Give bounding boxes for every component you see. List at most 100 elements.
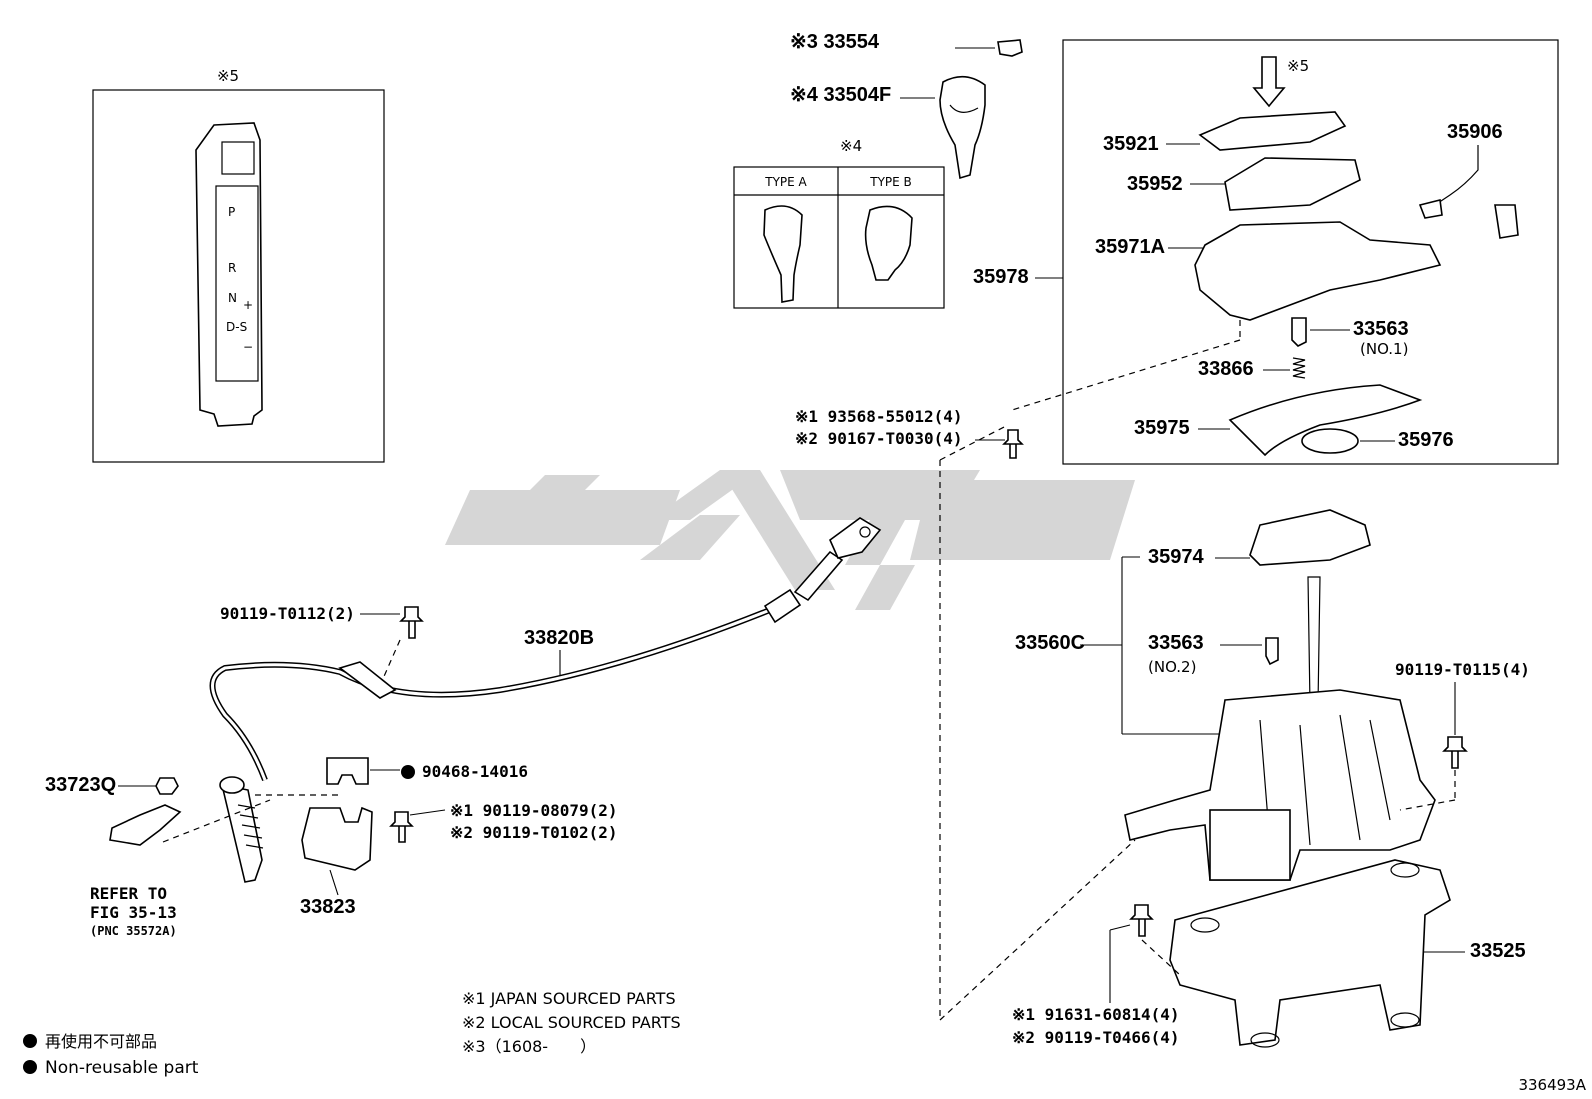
shift-pos-r: R	[228, 261, 236, 275]
spring-33866	[1292, 357, 1306, 379]
label-bolt-a1: ※1 93568-55012(4)	[795, 407, 963, 426]
shift-panel-mark: ※5	[217, 67, 239, 85]
label-33820B: 33820B	[524, 627, 594, 649]
label-35974: 35974	[1148, 546, 1204, 568]
knob-type-a-icon	[763, 205, 803, 303]
label-35952: 35952	[1127, 173, 1183, 195]
indicator-cover-35921	[1198, 111, 1347, 151]
clip-33563-1	[1291, 317, 1307, 347]
cable-rod	[793, 550, 844, 602]
refer-line-3: (PNC 35572A)	[90, 924, 177, 938]
note-1: ※1 JAPAN SOURCED PARTS	[462, 989, 676, 1008]
bolt-icon-a	[1002, 429, 1024, 459]
watermark-logo	[445, 470, 1135, 610]
shift-panel-gate	[215, 185, 259, 382]
label-bolt-c2: ※2 90119-T0102(2)	[450, 823, 618, 842]
shift-panel-window	[221, 141, 255, 175]
housing-block	[1209, 809, 1291, 881]
refer-line-1: REFER TO	[90, 884, 167, 903]
bolt-icon-b	[1129, 904, 1154, 937]
label-35978: 35978	[973, 266, 1029, 288]
label-bolt-a2: ※2 90167-T0030(4)	[795, 429, 963, 448]
legend-jp: 再使用不可部品	[45, 1032, 157, 1051]
label-bolt-b2: ※2 90119-T0466(4)	[1012, 1028, 1180, 1047]
nut-33723Q	[155, 777, 179, 795]
pad-35976	[1301, 428, 1359, 454]
note-2: ※2 LOCAL SOURCED PARTS	[462, 1013, 681, 1032]
label-90468: 90468-14016	[422, 762, 528, 781]
cap-33554	[997, 39, 1023, 57]
knob-type-table	[733, 166, 945, 309]
lever-assembly-group: 35974 33560C 33563 (NO.2) 90119-T0115(4)…	[939, 509, 1530, 1048]
connector-35906	[1418, 199, 1443, 219]
note-3: ※3（1608- ）	[462, 1037, 596, 1056]
plate-35952	[1224, 157, 1361, 211]
label-33563-2-sub: (NO.2)	[1148, 658, 1196, 676]
label-33560C: 33560C	[1015, 632, 1085, 654]
label-33563-1-sub: (NO.1)	[1360, 340, 1408, 358]
clip-90468	[326, 757, 369, 785]
upper-assembly-box	[1062, 39, 1559, 465]
bolt-group-a: ※1 93568-55012(4) ※2 90167-T0030(4)	[795, 407, 1024, 1020]
shift-pos-p: P	[228, 205, 235, 219]
legend-en: Non-reusable part	[45, 1058, 199, 1078]
cable-group: 90119-T0112(2) 33820B 33723Q REFER TO FI…	[45, 517, 882, 938]
label-35975: 35975	[1134, 417, 1190, 439]
legend-bullet-2	[23, 1060, 37, 1074]
cable-clamp-bracket	[109, 804, 182, 846]
label-33563-1: 33563	[1353, 318, 1409, 340]
label-33823: 33823	[300, 896, 356, 918]
knob-type-mark: ※4	[840, 137, 862, 155]
refer-line-2: FIG 35-13	[90, 903, 177, 922]
cable-bracket	[338, 661, 397, 699]
label-bolt-c1: ※1 90119-08079(2)	[450, 801, 618, 820]
plug-35906	[1494, 204, 1519, 239]
label-35906: 35906	[1447, 121, 1503, 143]
label-33525: 33525	[1470, 940, 1526, 962]
cover-35975	[1228, 384, 1423, 457]
knob-type-b-icon	[864, 205, 913, 281]
bolt-icon-c	[389, 811, 414, 843]
knob-type-b-label: TYPE B	[869, 175, 912, 189]
non-reusable-marker-90468	[401, 765, 415, 779]
shift-knob	[939, 75, 986, 180]
label-90119-T0112: 90119-T0112(2)	[220, 604, 355, 623]
bracket-33525	[1169, 859, 1451, 1046]
cable-end-fitting	[763, 588, 802, 624]
shift-indicator-panel	[195, 122, 263, 427]
knob-group: ※3 33554 ※4 33504F ※4 TYPE A TYPE B	[733, 31, 1023, 309]
diagram-id: 336493A	[1518, 1076, 1586, 1094]
knob-type-a-label: TYPE A	[764, 175, 807, 189]
down-arrow-icon	[1252, 56, 1286, 108]
label-35971A: 35971A	[1095, 236, 1165, 258]
bezel-35974	[1249, 509, 1371, 566]
label-33554: ※3 33554	[790, 31, 880, 53]
label-35976: 35976	[1398, 429, 1454, 451]
bolt-icon-t0115	[1442, 736, 1468, 769]
upper-assembly-group: ※5 35921 35952 35971A 35978 35906 33563 …	[973, 39, 1559, 465]
mark5-arrow: ※5	[1287, 57, 1309, 75]
cable-spring-end	[220, 783, 263, 883]
label-33866: 33866	[1198, 358, 1254, 380]
cable-grommet	[219, 776, 245, 794]
shift-panel-group: ※5 P R N D-S + −	[92, 67, 385, 463]
label-35921: 35921	[1103, 133, 1159, 155]
shift-cable-33820B	[209, 607, 772, 782]
label-90119-T0115: 90119-T0115(4)	[1395, 660, 1530, 679]
notes-group: ※1 JAPAN SOURCED PARTS ※2 LOCAL SOURCED …	[23, 989, 1587, 1094]
bolt-icon-t0112	[399, 606, 424, 639]
bracket-33823	[301, 806, 373, 871]
clip-33563-2	[1265, 637, 1279, 666]
shift-pos-minus: −	[243, 340, 253, 354]
label-33723Q: 33723Q	[45, 774, 116, 796]
housing-35971A	[1194, 221, 1442, 321]
shift-pos-n: N	[228, 291, 237, 305]
shift-pos-ds: D-S	[226, 320, 247, 334]
label-33504F: ※4 33504F	[790, 84, 891, 106]
shift-lever-rod	[1307, 576, 1321, 706]
label-bolt-b1: ※1 91631-60814(4)	[1012, 1005, 1180, 1024]
label-33563-2: 33563	[1148, 632, 1204, 654]
legend-bullet-1	[23, 1034, 37, 1048]
